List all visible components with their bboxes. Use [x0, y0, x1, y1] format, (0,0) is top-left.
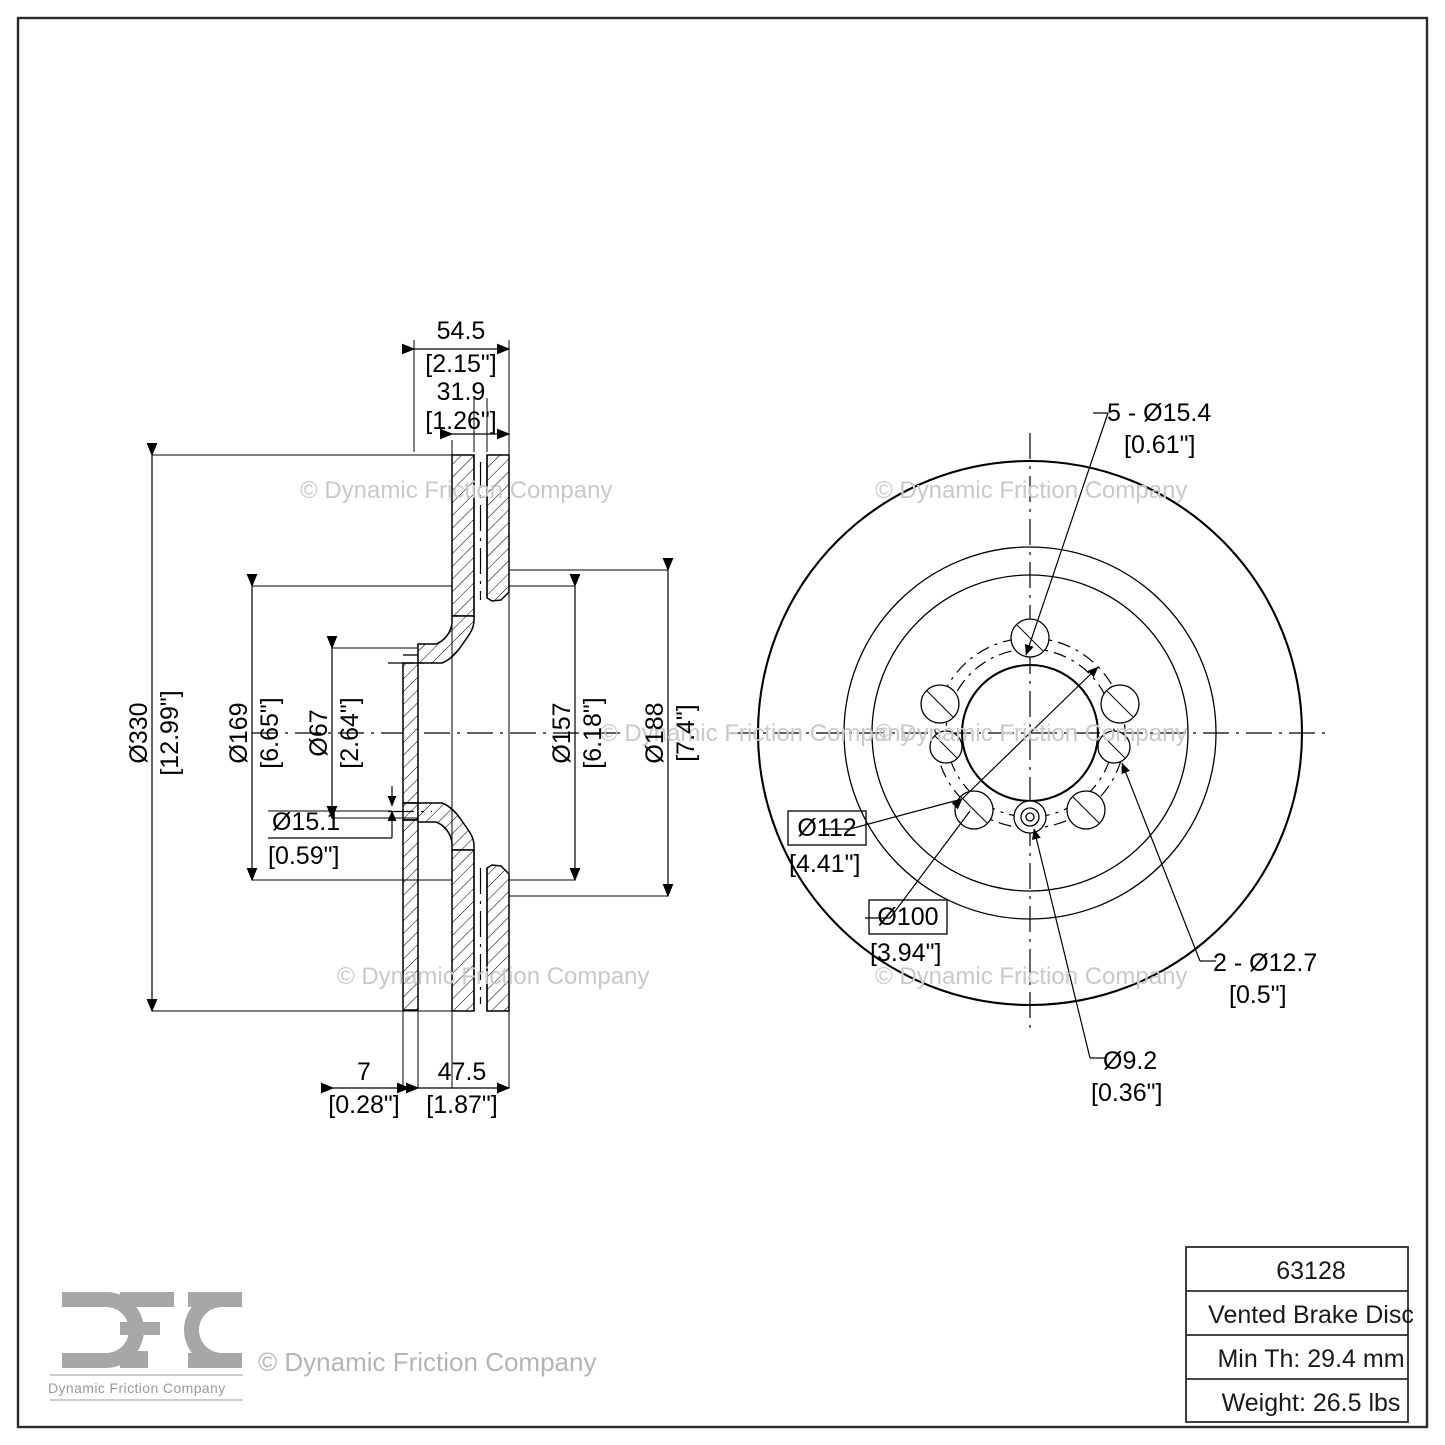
watermark: © Dynamic Friction Company	[875, 963, 1187, 990]
circle-mid-diameter	[843, 546, 1217, 920]
dim-inner-pad-diameter-in: [6.18"]	[579, 697, 607, 768]
watermark: © Dynamic Friction Company	[875, 477, 1187, 504]
callout-locating-hole-line1: Ø9.2	[1103, 1047, 1157, 1075]
min-thickness: Min Th: 29.4 mm	[1217, 1345, 1404, 1373]
dim-offset-depth-mm: 47.5	[438, 1058, 487, 1086]
dim-small-hole	[268, 786, 397, 839]
callout-lug-holes-line2: [0.61"]	[1124, 431, 1195, 459]
circle-hat-outer-diameter	[871, 574, 1189, 892]
callout-locating-hole-line2: [0.36"]	[1091, 1079, 1162, 1107]
part-weight: Weight: 26.5 lbs	[1222, 1389, 1401, 1417]
leader-bolt-circle	[825, 666, 1099, 830]
watermark: © Dynamic Friction Company	[600, 720, 912, 747]
dim-center-bore-in: [2.64"]	[336, 697, 364, 768]
dim-inner-pad-diameter-mm: Ø157	[548, 702, 576, 763]
part-number: 63128	[1276, 1257, 1346, 1285]
dim-small-hole-mm: Ø15.1	[272, 808, 340, 836]
dim-small-hole-in: [0.59"]	[268, 842, 339, 870]
dim-mid-diameter-in: [7.4"]	[672, 704, 700, 762]
leader-pilot-holes	[1121, 762, 1216, 962]
dim-hat-outer-diameter-mm: Ø169	[225, 702, 253, 763]
dim-hat-depth-in: [0.28"]	[328, 1091, 399, 1119]
section-projection-lines	[402, 398, 510, 1088]
watermark: © Dynamic Friction Company	[337, 963, 649, 990]
dim-vent-band-width-in: [1.26"]	[425, 407, 496, 435]
dim-vent-band-width-mm: 31.9	[437, 378, 486, 406]
section-horizontal-extension-lines	[152, 454, 668, 1012]
dim-offset-depth-in: [1.87"]	[426, 1091, 497, 1119]
dim-center-bore-mm: Ø67	[305, 709, 333, 756]
logo-tagline: Dynamic Friction Company	[48, 1380, 226, 1396]
box-bolt-circle	[787, 810, 867, 846]
callout-lug-holes-line1: 5 - Ø15.4	[1107, 399, 1211, 427]
dim-outer-diameter-mm: Ø330	[125, 702, 153, 763]
box-pilot-circle	[868, 899, 948, 935]
dim-bolt-circle-boxed: Ø112	[797, 814, 856, 842]
dim-hat-outer-diameter-in: [6.65"]	[256, 697, 284, 768]
dfc-logo: Dynamic Friction Company	[48, 1292, 243, 1401]
leader-locating-hole	[1032, 828, 1106, 1059]
dim-outer-diameter-in: [12.99"]	[156, 690, 184, 775]
copyright-notice: © Dynamic Friction Company	[258, 1347, 596, 1377]
dim-overall-width-in: [2.15"]	[425, 350, 496, 378]
circle-outer-diameter	[756, 459, 1304, 1007]
watermark: © Dynamic Friction Company	[875, 720, 1187, 747]
rotor-section-profile	[388, 454, 510, 1012]
dim-overall-width-mm: 54.5	[437, 317, 486, 345]
dim-hat-depth-mm: 7	[357, 1058, 371, 1086]
callout-pilot-holes-line2: [0.5"]	[1229, 981, 1287, 1009]
dim-mid-diameter-mm: Ø188	[641, 702, 669, 763]
callout-pilot-holes-line1: 2 - Ø12.7	[1213, 949, 1317, 977]
front-view	[730, 412, 1330, 1059]
dim-pilot-circle-in: [3.94"]	[870, 939, 941, 967]
dim-bolt-circle-in: [4.41"]	[789, 850, 860, 878]
leader-lug-holes	[1025, 412, 1109, 656]
watermark: © Dynamic Friction Company	[300, 477, 612, 504]
dim-pilot-circle-boxed: Ø100	[877, 903, 938, 931]
part-description: Vented Brake Disc	[1208, 1301, 1414, 1329]
